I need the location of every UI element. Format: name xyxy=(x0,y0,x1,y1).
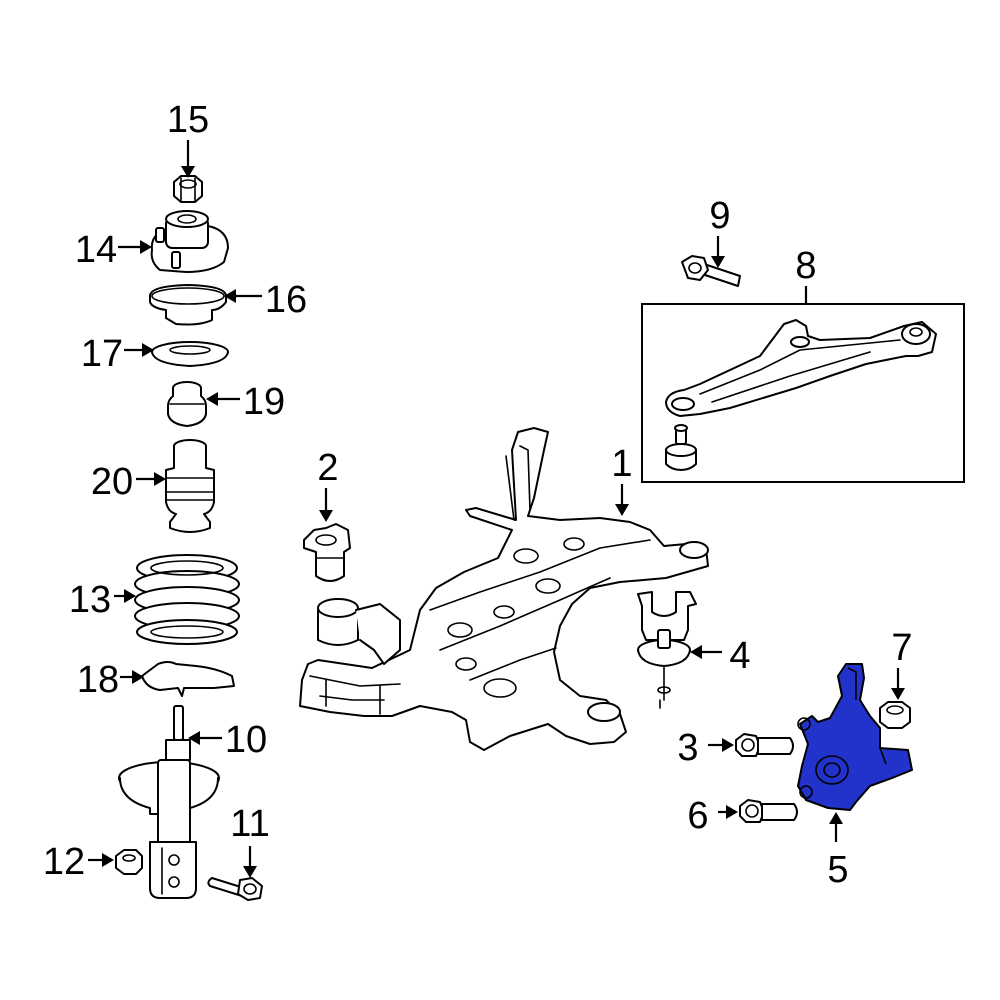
callout-label-3: 3 xyxy=(677,727,698,769)
callout-label-8: 8 xyxy=(795,245,816,287)
callout-label-16: 16 xyxy=(265,279,307,321)
part-4-mount[interactable] xyxy=(637,591,697,709)
callout-label-12: 12 xyxy=(43,841,85,883)
callout-label-9: 9 xyxy=(709,195,730,237)
callout-label-20: 20 xyxy=(91,461,133,503)
part-14-strut-mount[interactable] xyxy=(150,210,229,273)
part-6-bolt[interactable] xyxy=(739,799,798,823)
control-arm-box xyxy=(641,303,965,483)
part-11-bolt[interactable] xyxy=(207,877,263,901)
part-8-control-arm[interactable] xyxy=(665,319,937,417)
part-10-strut[interactable] xyxy=(118,705,220,899)
callout-label-10: 10 xyxy=(225,719,267,761)
part-16-spring-seat[interactable] xyxy=(149,284,227,326)
part-2-bushing[interactable] xyxy=(303,523,351,582)
callout-label-7: 7 xyxy=(891,627,912,669)
callout-label-15: 15 xyxy=(167,99,209,141)
callout-label-14: 14 xyxy=(75,229,117,271)
part-7-nut[interactable] xyxy=(879,701,911,729)
callout-label-19: 19 xyxy=(243,381,285,423)
control-arm-ball-joint xyxy=(665,424,697,471)
part-5-steering-knuckle[interactable] xyxy=(797,663,913,811)
callout-label-17: 17 xyxy=(81,333,123,375)
part-17-insulator[interactable] xyxy=(151,341,229,367)
callout-label-1: 1 xyxy=(611,443,632,485)
callout-label-6: 6 xyxy=(687,795,708,837)
part-1-crossmember[interactable] xyxy=(299,427,709,751)
callout-label-5: 5 xyxy=(827,849,848,891)
crossmember-bushing xyxy=(317,598,401,665)
part-15-strut-nut[interactable] xyxy=(173,175,203,203)
part-18-lower-isolator[interactable] xyxy=(141,661,235,697)
part-13-coil-spring[interactable] xyxy=(134,554,240,645)
part-12-nut[interactable] xyxy=(115,849,143,875)
part-19-bump-stop[interactable] xyxy=(167,381,207,427)
part-20-dust-boot[interactable] xyxy=(165,439,215,533)
callout-label-2: 2 xyxy=(317,447,338,489)
callout-label-4: 4 xyxy=(729,635,750,677)
callout-label-13: 13 xyxy=(69,579,111,621)
part-3-bolt[interactable] xyxy=(735,733,794,757)
callout-label-11: 11 xyxy=(230,803,269,845)
part-9-bolt[interactable] xyxy=(681,255,741,287)
callout-label-18: 18 xyxy=(77,659,119,701)
